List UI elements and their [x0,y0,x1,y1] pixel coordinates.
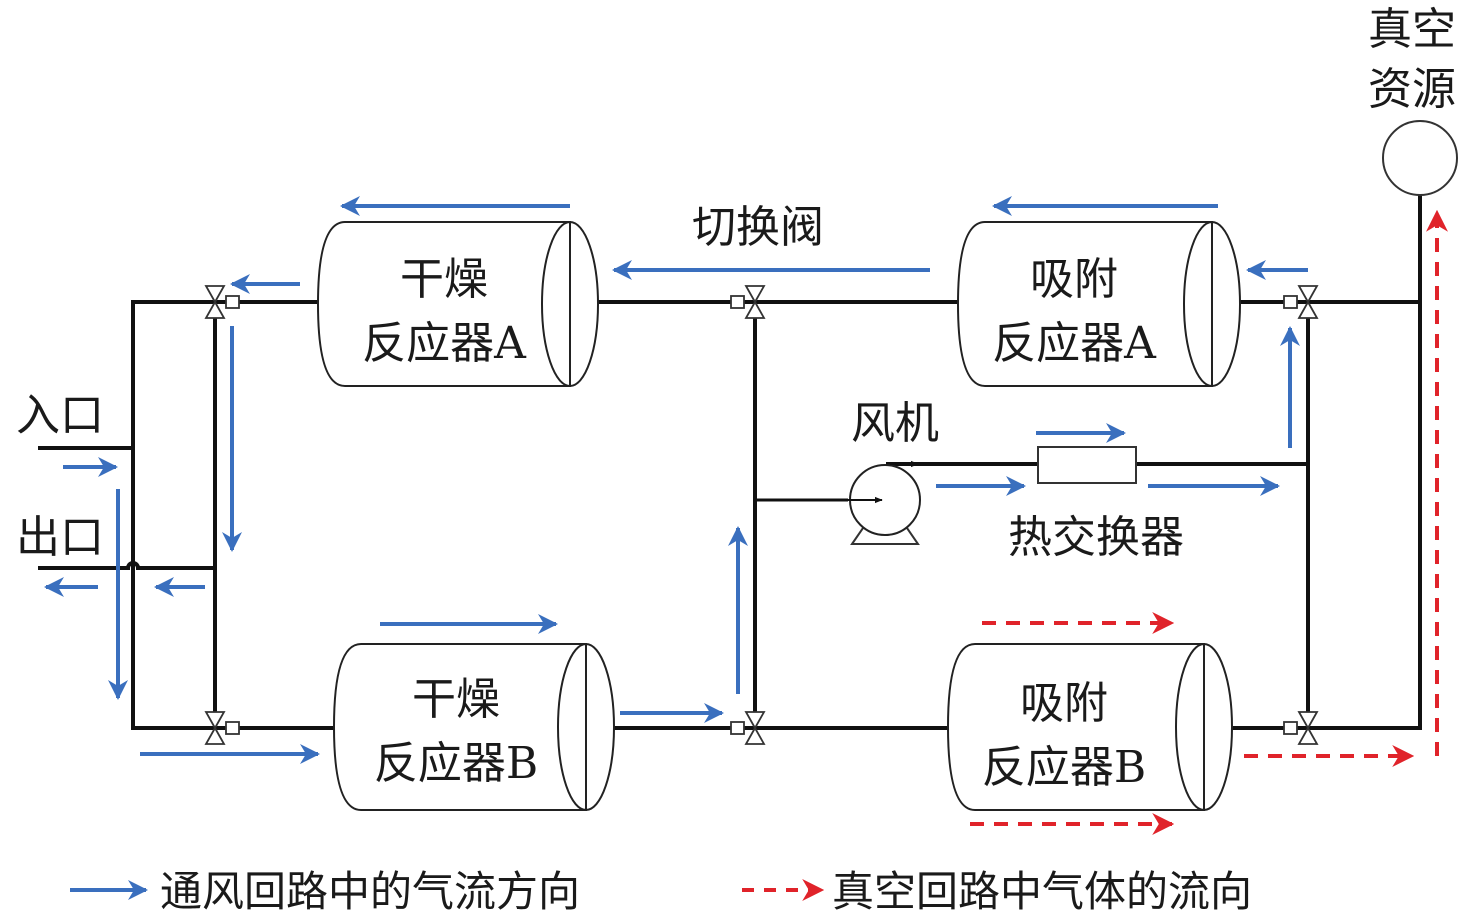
vacuum-source-icon [1382,120,1458,196]
heat-exchanger-label: 热交换器 [1008,512,1184,563]
adsorption-reactor-a-label-line1: 吸附 [1030,254,1118,305]
legend-item-ventilation: 通风回路中的气流方向 [70,867,580,916]
adsorption-reactor-b: 吸附 反应器B [946,643,1233,811]
adsorption-reactor-a-label-line2: 反应器A [992,318,1157,369]
valve-icon[interactable] [730,285,766,319]
valves [204,285,1319,745]
heat-exchanger: 热交换器 [1008,446,1184,563]
dry-reactor-a: 干燥 反应器A [316,221,599,387]
fan: 风机 [848,398,939,545]
valve-icon[interactable] [1283,711,1319,745]
adsorption-reactor-b-label-line2: 反应器B [982,742,1146,793]
inlet-label: 入口 [16,390,104,441]
valve-icon[interactable] [204,711,240,745]
fan-label: 风机 [851,398,939,449]
dry-reactor-a-label-line1: 干燥 [400,254,488,305]
adsorption-reactor-b-label-line1: 吸附 [1020,678,1108,729]
vacuum-source: 真空 资源 [1368,4,1458,196]
vacuum-source-label-line1: 真空 [1368,4,1456,55]
legend-item-vacuum: 真空回路中气体的流向 [742,867,1252,916]
valve-icon[interactable] [1283,285,1319,319]
dry-reactor-a-label-line2: 反应器A [362,318,527,369]
heat-exchanger-icon [1037,446,1137,484]
outlet-label: 出口 [16,512,104,563]
valve-icon[interactable] [730,711,766,745]
vacuum-source-label-line2: 资源 [1368,64,1456,115]
switch-valve-label: 切换阀 [692,202,824,253]
valve-icon[interactable] [204,285,240,319]
legend-ventilation-label: 通风回路中的气流方向 [160,867,580,916]
ventilation-flow-arrows [44,196,1308,764]
adsorption-reactor-a: 吸附 反应器A [956,221,1241,387]
outlet-pipe [38,561,217,570]
legend-vacuum-label: 真空回路中气体的流向 [832,867,1252,916]
dry-reactor-b-label-line2: 反应器B [374,738,538,789]
dry-reactor-b-label-line1: 干燥 [412,674,500,725]
vacuum-flow-arrows [970,209,1448,835]
legend: 通风回路中的气流方向 真空回路中气体的流向 [70,867,1252,916]
dry-reactor-b: 干燥 反应器B [332,643,615,811]
